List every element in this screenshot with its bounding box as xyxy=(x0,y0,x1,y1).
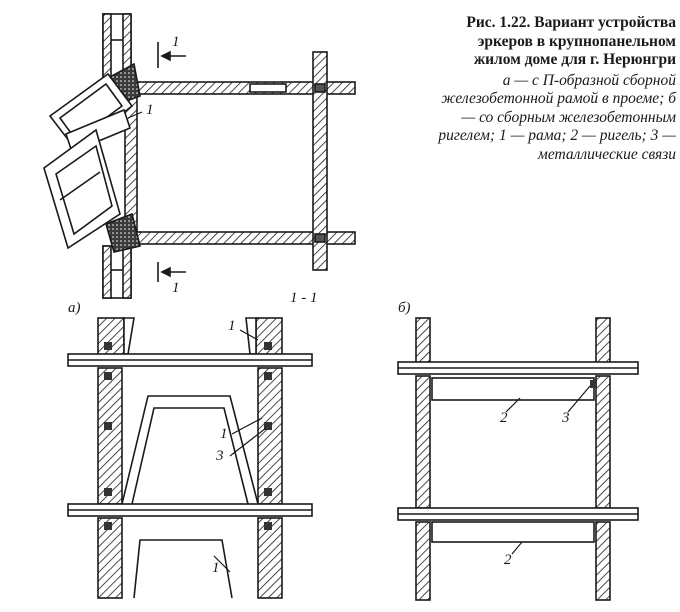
view-a xyxy=(67,317,313,599)
a-metal-ties xyxy=(104,342,272,530)
a-frame-label-top: 1 xyxy=(228,318,236,334)
caption-title: Рис. 1.22. Вариант устройства эркеров в … xyxy=(466,14,676,68)
figure-caption: Рис. 1.22. Вариант устройства эркеров в … xyxy=(438,14,676,164)
a-pier-right-top xyxy=(255,317,283,357)
b-pier-left-top xyxy=(415,317,431,365)
b-pier-right-mid xyxy=(595,375,611,509)
a-frame-label-bottom: 1 xyxy=(212,560,220,576)
b-beam-upper xyxy=(431,377,595,401)
cut-label-bottom: 1 xyxy=(172,280,180,296)
b-beam-label-top: 2 xyxy=(500,410,508,426)
a-pier-left-top xyxy=(97,317,125,357)
plan-view xyxy=(43,13,356,299)
a-u-frame xyxy=(121,395,259,505)
cut-label-top: 1 xyxy=(172,34,180,50)
a-ties-label: 3 xyxy=(216,448,224,464)
cut-marker-bottom xyxy=(157,262,186,282)
a-pier-left-mid xyxy=(97,367,123,505)
view-b-label: б) xyxy=(398,300,411,316)
b-metal-tie xyxy=(590,380,597,388)
b-beam-lower xyxy=(431,521,595,543)
plan-frame-label: 1 xyxy=(146,102,154,118)
a-frame-label-mid: 1 xyxy=(220,426,228,442)
view-a-label: а) xyxy=(68,300,81,316)
plan-bay-panel-lower xyxy=(43,128,121,250)
cut-marker-top xyxy=(157,42,186,68)
b-pier-left-bottom xyxy=(415,521,431,601)
b-pier-right-top xyxy=(595,317,611,365)
a-pier-left-bottom xyxy=(97,517,123,599)
view-b xyxy=(397,317,639,601)
section-label: 1 - 1 xyxy=(290,290,318,306)
a-pier-right-mid xyxy=(257,367,283,505)
b-pier-left-mid xyxy=(415,375,431,509)
caption-description: а — с П-образной сборной железобетонной … xyxy=(438,71,676,163)
a-pier-right-bottom xyxy=(257,517,283,599)
plan-right-wall xyxy=(312,51,328,271)
b-beam-label-bottom: 2 xyxy=(504,552,512,568)
plan-joint-bottom xyxy=(105,212,141,253)
b-pier-right-bottom xyxy=(595,521,611,601)
b-ties-label: 3 xyxy=(562,410,570,426)
